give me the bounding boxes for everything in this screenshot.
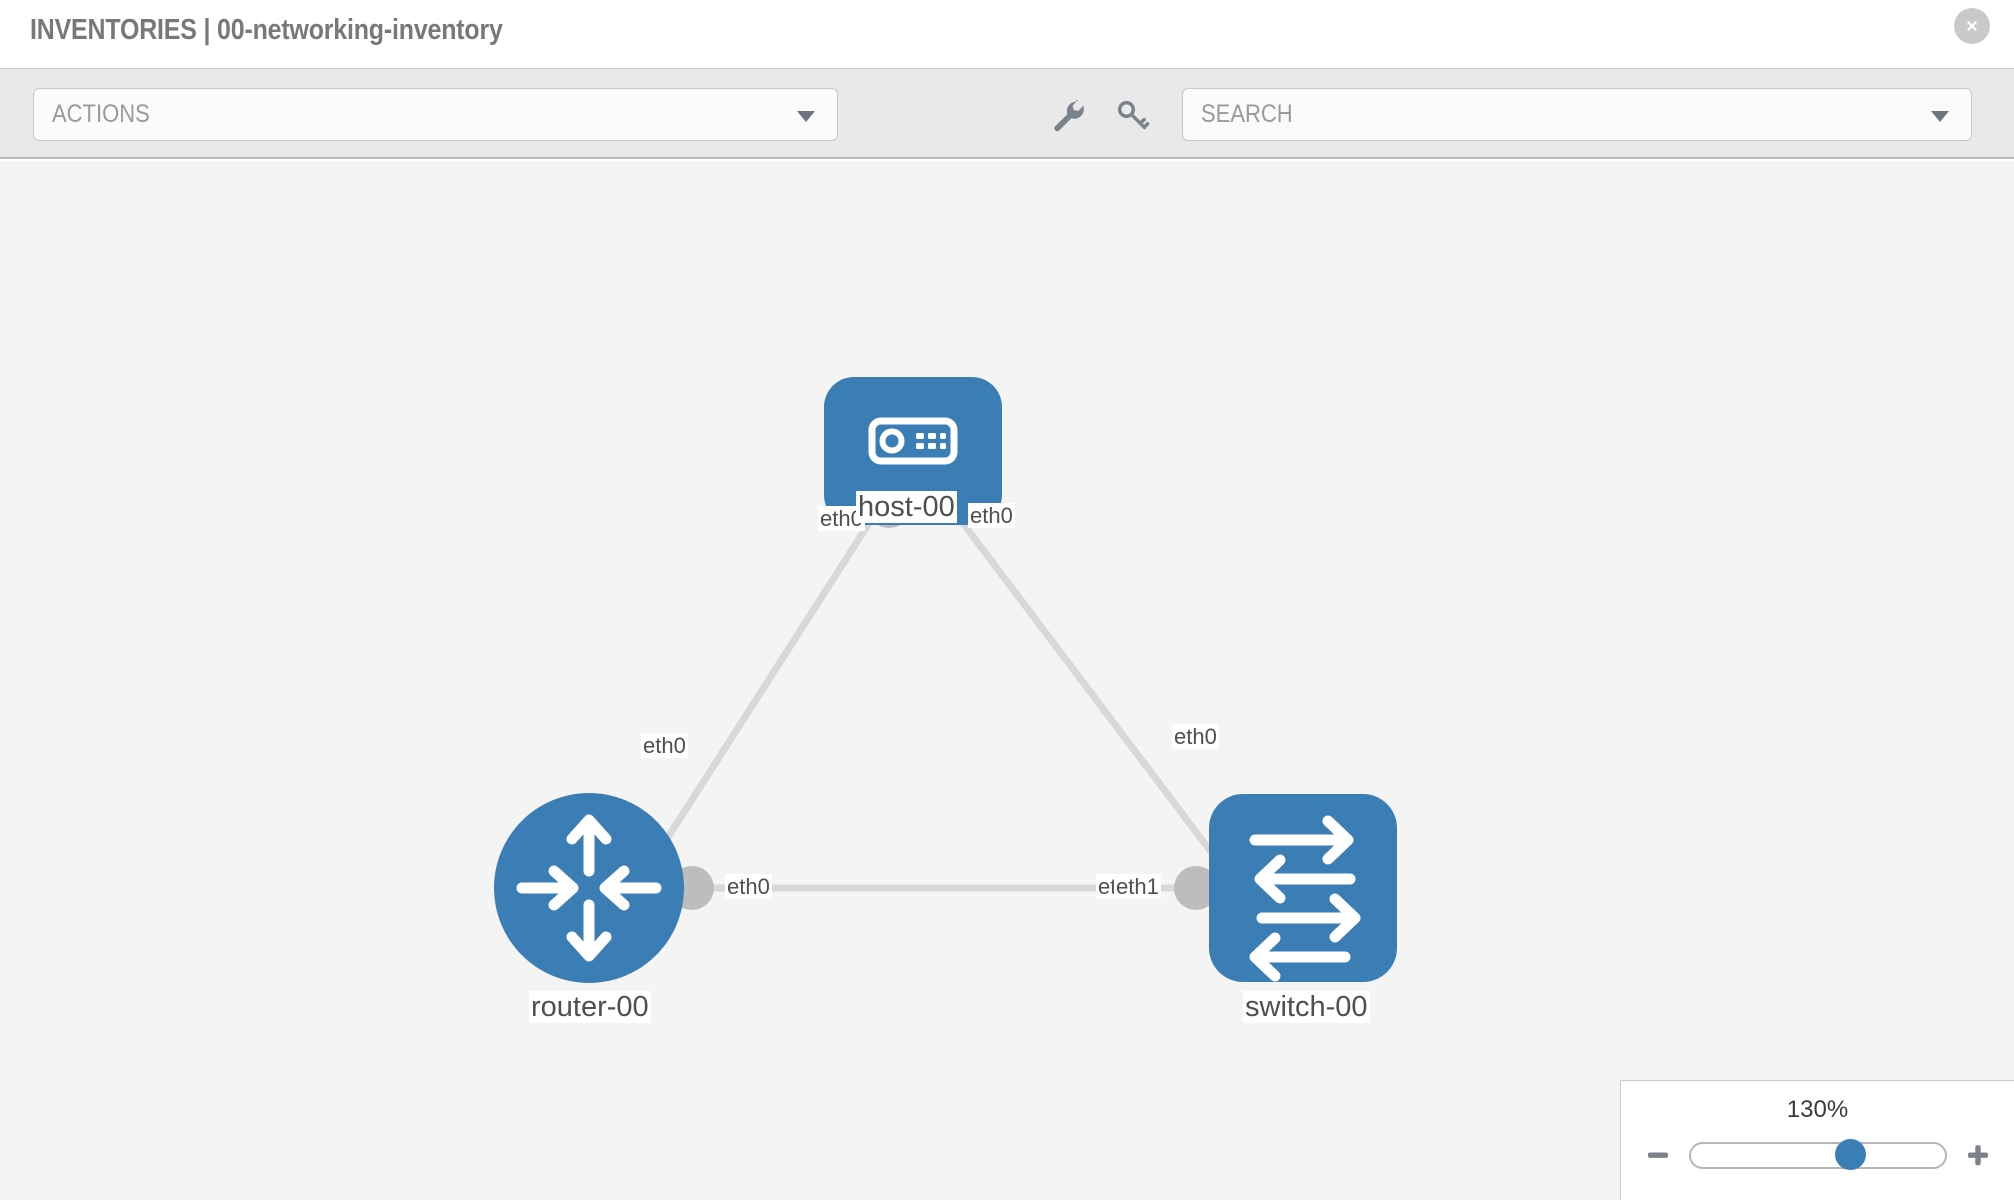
wrench-icon[interactable] — [1046, 93, 1090, 137]
plus-icon — [1967, 1145, 1988, 1166]
endpoint-switch-left — [1174, 866, 1218, 910]
zoom-out-button[interactable] — [1641, 1138, 1675, 1172]
interface-label: eth0 — [725, 874, 772, 900]
interface-label: eth0 — [641, 733, 688, 759]
node-label-switch-00: switch-00 — [1243, 991, 1370, 1024]
zoom-slider-thumb[interactable] — [1834, 1139, 1866, 1170]
toolbar: ACTIONS SEARCH — [0, 68, 2014, 159]
chevron-down-icon — [1931, 110, 1949, 122]
zoom-in-button[interactable] — [1961, 1138, 1995, 1172]
actions-dropdown[interactable]: ACTIONS — [33, 88, 838, 141]
interface-label: eth0 — [1172, 724, 1219, 750]
interface-label: eth1 — [1114, 874, 1161, 900]
page-title: INVENTORIES | 00-networking-inventory — [30, 14, 503, 46]
chevron-down-icon — [797, 110, 815, 122]
zoom-level-value: 130% — [1786, 1096, 1849, 1123]
search-input[interactable]: SEARCH — [1182, 88, 1972, 141]
topology-node-router-00 — [494, 793, 684, 983]
close-icon[interactable] — [1954, 8, 1990, 44]
topology-links — [637, 503, 1236, 892]
node-label-host-00: host-00 — [856, 491, 957, 524]
topology-canvas[interactable]: eth0 host-00 eth0 eth0 eth0 eth0 eth0 et… — [0, 161, 2014, 1200]
node-label-router-00: router-00 — [529, 991, 651, 1024]
link-host-router — [637, 504, 883, 883]
actions-dropdown-label: ACTIONS — [52, 100, 150, 128]
key-icon[interactable] — [1110, 93, 1154, 137]
link-host-switch — [947, 503, 1236, 884]
page-header: INVENTORIES | 00-networking-inventory — [0, 0, 2014, 68]
search-placeholder: SEARCH — [1201, 100, 1293, 128]
interface-label: eth0 — [968, 503, 1015, 529]
zoom-control-panel: 130% — [1620, 1080, 2014, 1200]
minus-icon — [1647, 1152, 1668, 1158]
zoom-slider[interactable] — [1688, 1139, 1947, 1170]
topology-node-host-00 — [824, 377, 1002, 525]
topology-node-switch-00 — [1209, 794, 1397, 982]
